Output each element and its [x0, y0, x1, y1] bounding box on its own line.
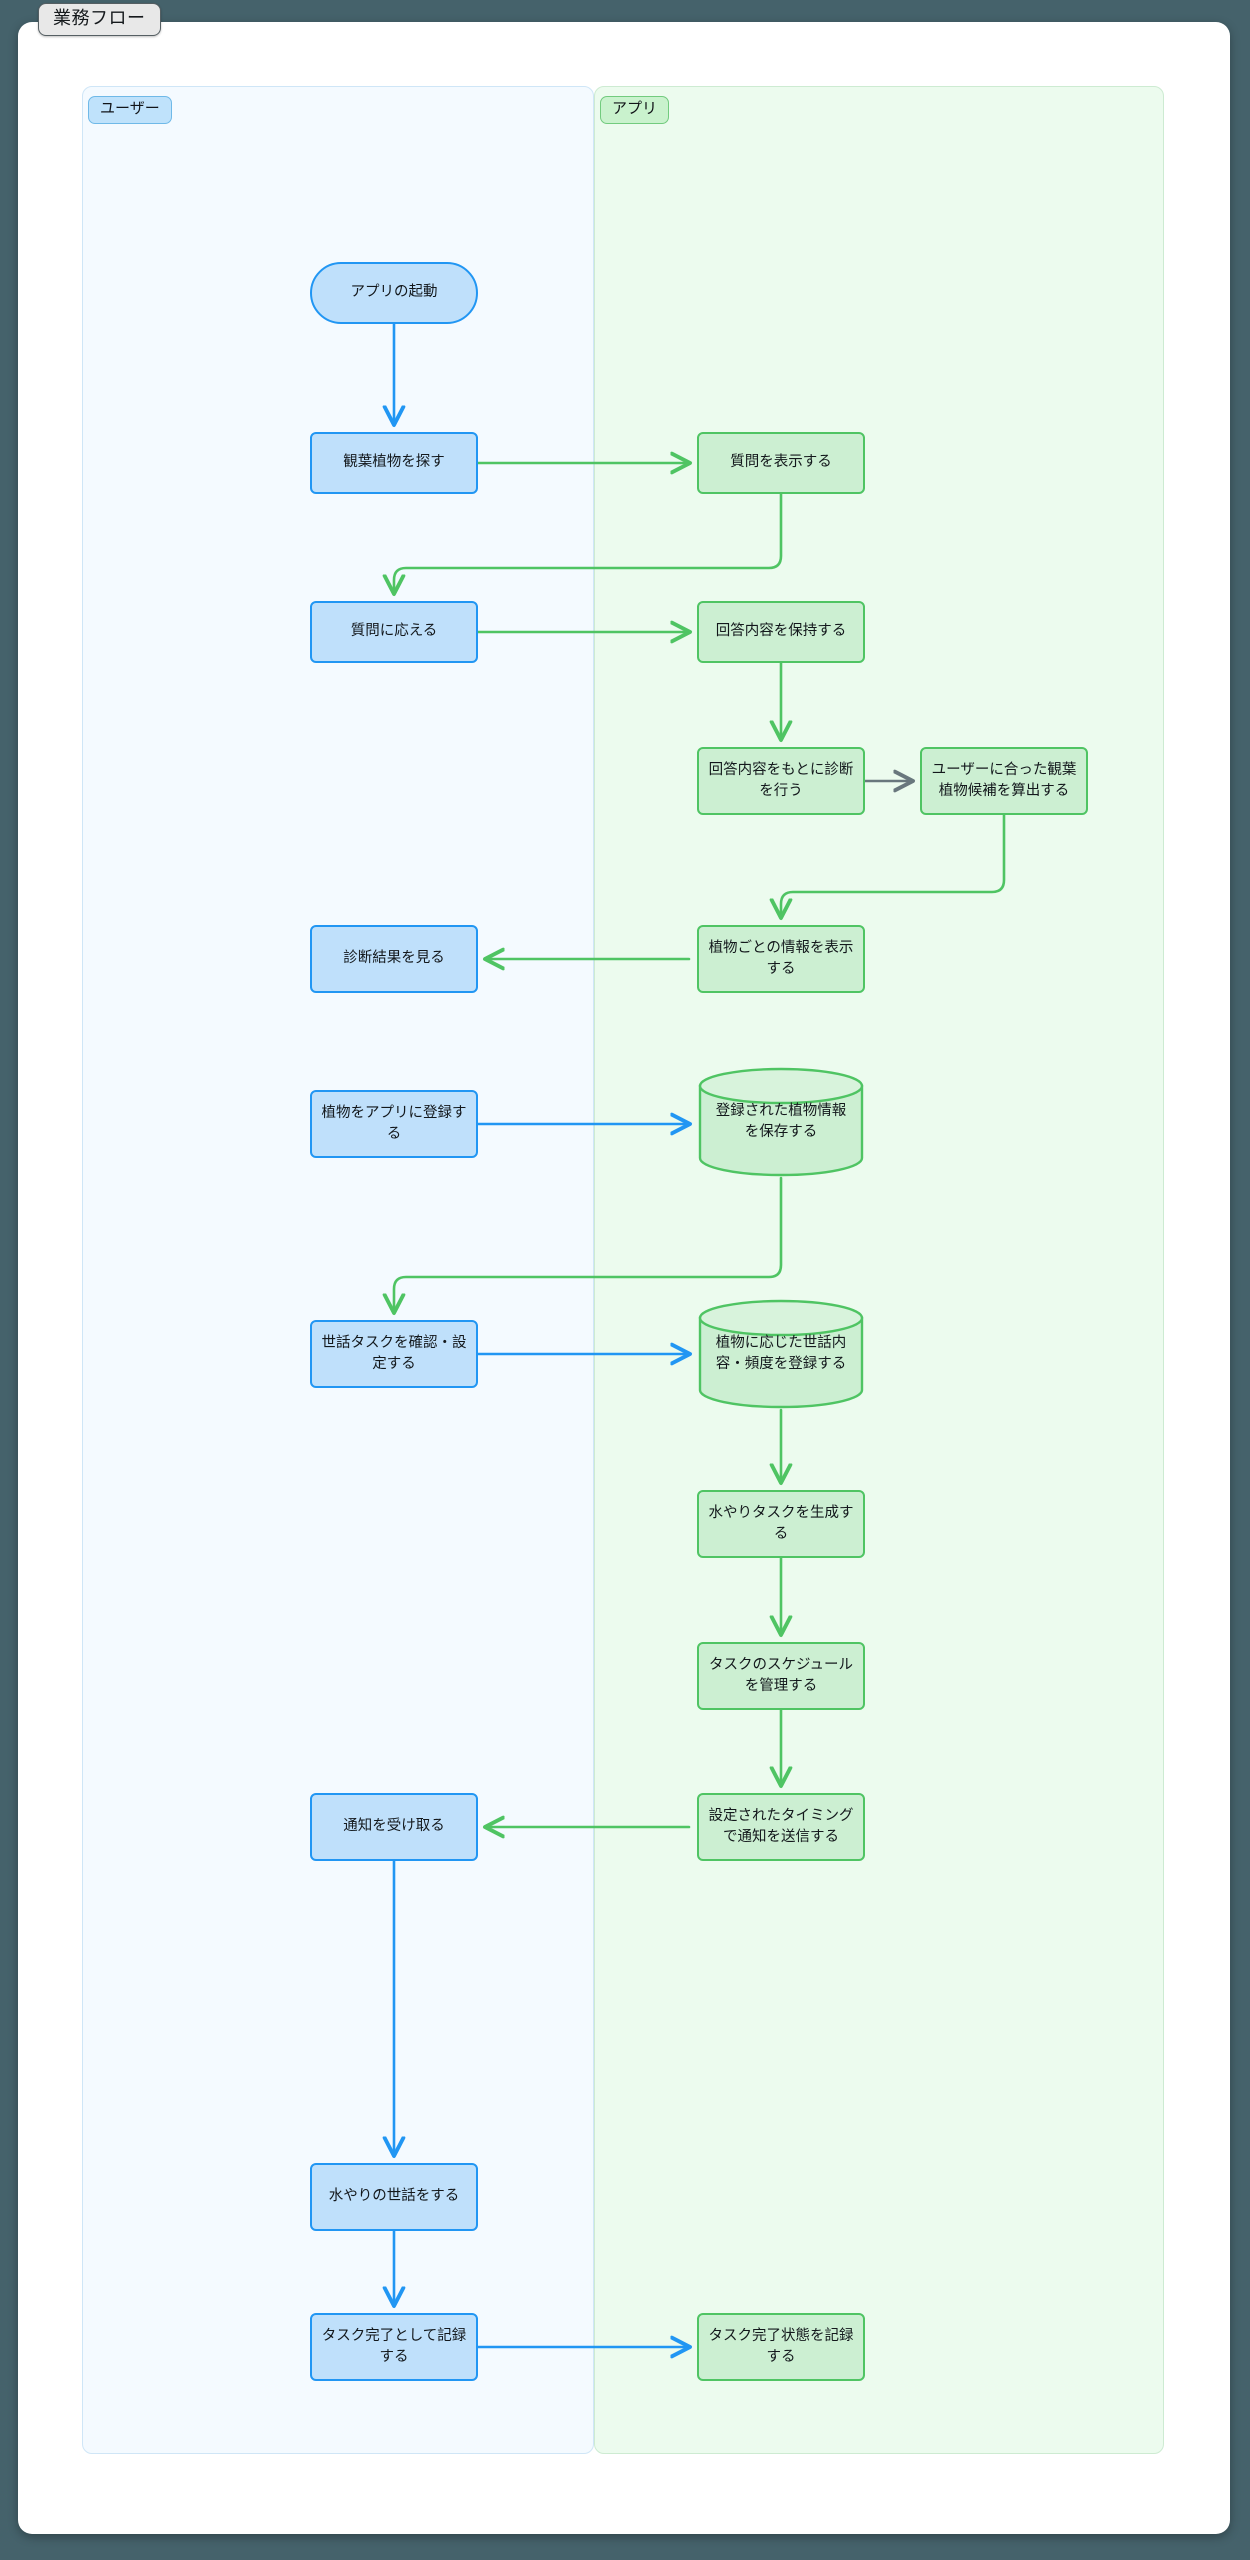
- swimlane-label-app: アプリ: [600, 96, 670, 124]
- node-label: タスクのスケジュールを管理する: [709, 1656, 853, 1694]
- node-label: 植物ごとの情報を表示する: [708, 939, 854, 977]
- cylinder-icon: [698, 1067, 864, 1177]
- node-receive-notification[interactable]: 通知を受け取る: [310, 1793, 478, 1861]
- node-configure-care-tasks[interactable]: 世話タスクを確認・設定する: [310, 1320, 478, 1388]
- node-generate-watering-task[interactable]: 水やりタスクを生成する: [697, 1490, 865, 1558]
- node-send-notification[interactable]: 設定されたタイミングで通知を送信する: [697, 1793, 865, 1861]
- node-label: 世話タスクを確認・設定する: [321, 1334, 467, 1372]
- node-store-answers[interactable]: 回答内容を保持する: [697, 601, 865, 663]
- node-mark-task-done[interactable]: タスク完了として記録する: [310, 2313, 478, 2381]
- node-label: 植物をアプリに登録する: [321, 1104, 467, 1142]
- diagram-title-tab: 業務フロー: [38, 3, 161, 36]
- node-db-register-care-settings[interactable]: 植物に応じた世話内容・頻度を登録する: [697, 1298, 865, 1410]
- node-label: 植物に応じた世話内容・頻度を登録する: [715, 1334, 847, 1372]
- node-calc-candidates[interactable]: ユーザーに合った観葉植物候補を算出する: [920, 747, 1088, 815]
- swimlane-label-user: ユーザー: [88, 96, 172, 124]
- cylinder-icon: [698, 1299, 864, 1409]
- node-label: 登録された植物情報を保存する: [715, 1102, 847, 1140]
- node-label: タスク完了として記録する: [321, 2327, 467, 2365]
- swimlane-app: [594, 86, 1164, 2454]
- node-answer-questions[interactable]: 質問に応える: [310, 601, 478, 663]
- node-label: 診断結果を見る: [343, 950, 445, 967]
- node-db-save-plant-info[interactable]: 登録された植物情報を保存する: [697, 1066, 865, 1178]
- node-label: 質問を表示する: [730, 454, 832, 471]
- node-label: アプリの起動: [350, 284, 438, 301]
- node-label: 水やりの世話をする: [328, 2188, 460, 2205]
- node-show-plant-info[interactable]: 植物ごとの情報を表示する: [697, 925, 865, 993]
- node-app-launch[interactable]: アプリの起動: [310, 262, 478, 324]
- node-label: 質問に応える: [350, 623, 438, 640]
- node-show-questions[interactable]: 質問を表示する: [697, 432, 865, 494]
- node-label: 通知を受け取る: [343, 1818, 445, 1835]
- node-label: 設定されたタイミングで通知を送信する: [708, 1807, 854, 1845]
- node-label: 回答内容を保持する: [715, 623, 847, 640]
- node-do-watering[interactable]: 水やりの世話をする: [310, 2163, 478, 2231]
- node-label: 回答内容をもとに診断を行う: [708, 761, 854, 799]
- node-label: ユーザーに合った観葉植物候補を算出する: [931, 761, 1077, 799]
- node-label: タスク完了状態を記録する: [708, 2327, 854, 2365]
- node-diagnose[interactable]: 回答内容をもとに診断を行う: [697, 747, 865, 815]
- node-search-plants[interactable]: 観葉植物を探す: [310, 432, 478, 494]
- node-label: 観葉植物を探す: [343, 454, 445, 471]
- node-register-plant[interactable]: 植物をアプリに登録する: [310, 1090, 478, 1158]
- node-record-task-status[interactable]: タスク完了状態を記録する: [697, 2313, 865, 2381]
- node-label: 水やりタスクを生成する: [708, 1504, 854, 1542]
- node-manage-schedule[interactable]: タスクのスケジュールを管理する: [697, 1642, 865, 1710]
- node-view-results[interactable]: 診断結果を見る: [310, 925, 478, 993]
